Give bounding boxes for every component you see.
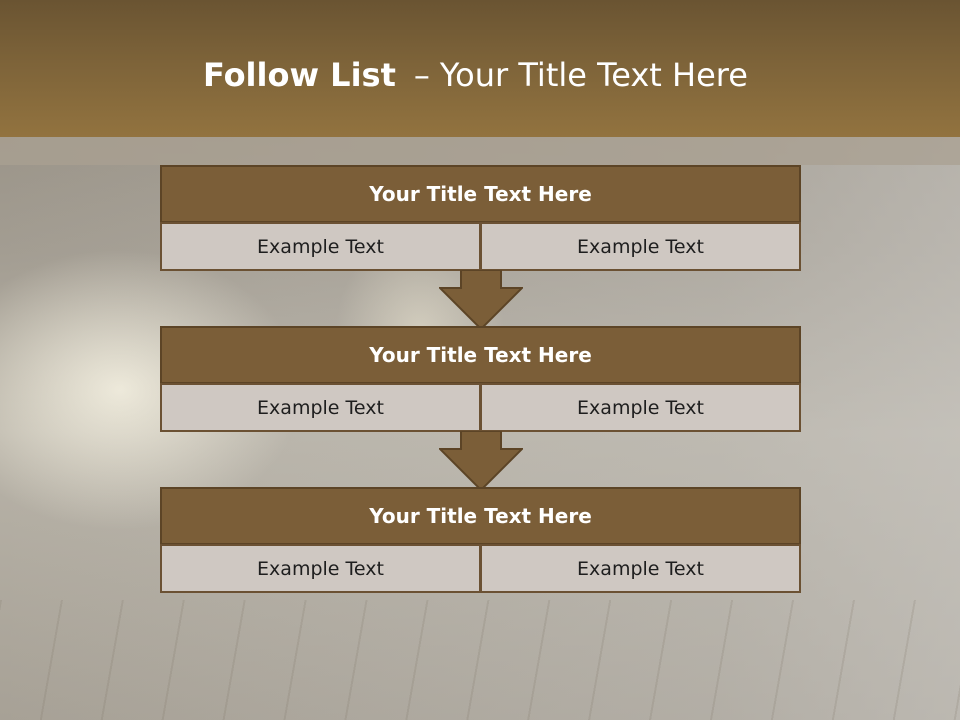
list-block-title: Your Title Text Here — [160, 487, 801, 545]
list-block-1: Your Title Text Here Example Text Exampl… — [160, 165, 801, 271]
page-title-bold: Follow List — [203, 56, 396, 94]
list-block-cell-right: Example Text — [480, 544, 801, 593]
list-block-cell-right: Example Text — [480, 222, 801, 271]
background-floor — [0, 600, 960, 720]
list-block-title: Your Title Text Here — [160, 326, 801, 384]
list-block-title: Your Title Text Here — [160, 165, 801, 223]
page-title-rest: Your Title Text Here — [439, 56, 748, 94]
down-arrow-icon — [439, 270, 523, 331]
list-block-cell-left: Example Text — [160, 383, 481, 432]
title-banner — [0, 0, 960, 137]
list-block-2: Your Title Text Here Example Text Exampl… — [160, 326, 801, 432]
list-block-cell-left: Example Text — [160, 544, 481, 593]
list-block-cell-right: Example Text — [480, 383, 801, 432]
page-title: Follow List–Your Title Text Here — [0, 55, 960, 95]
list-block-3: Your Title Text Here Example Text Exampl… — [160, 487, 801, 593]
title-banner-strip — [0, 137, 960, 165]
list-block-cell-left: Example Text — [160, 222, 481, 271]
page-title-separator: – — [413, 56, 430, 94]
down-arrow-icon — [439, 431, 523, 492]
